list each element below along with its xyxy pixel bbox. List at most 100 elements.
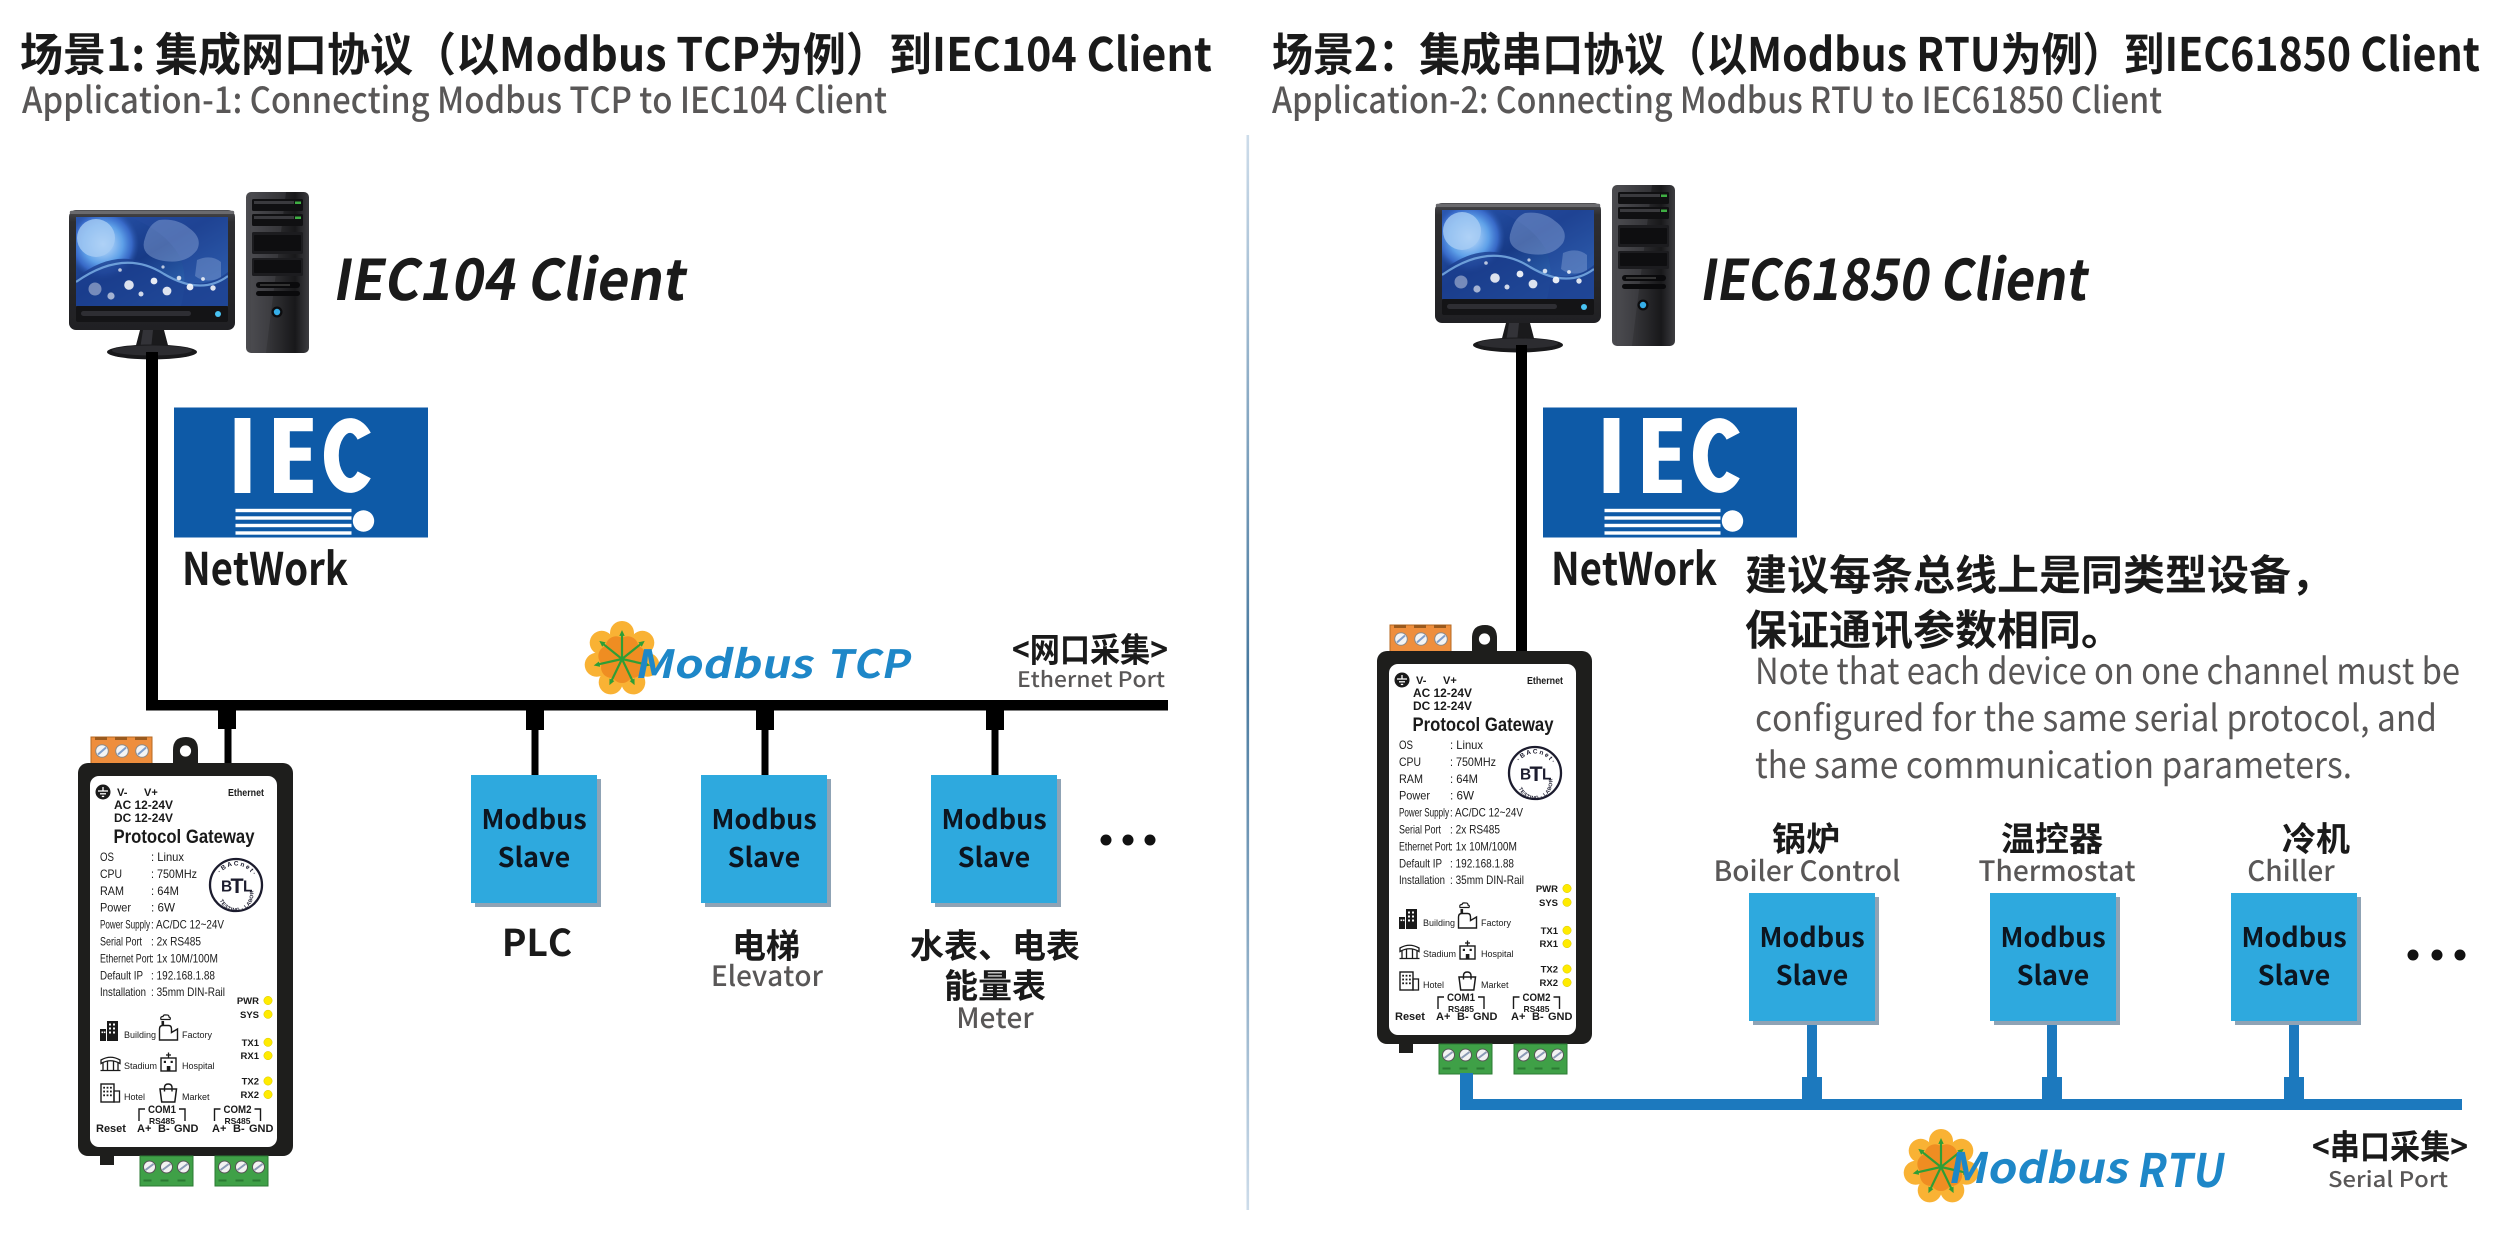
- svg-text:PWR: PWR: [237, 996, 259, 1007]
- svg-text:V-: V-: [117, 787, 128, 799]
- svg-text:Ethernet Port: Ethernet Port: [100, 951, 153, 965]
- svg-text:B-: B-: [233, 1123, 245, 1135]
- svg-text:A+: A+: [212, 1123, 226, 1135]
- svg-text:Protocol Gateway: Protocol Gateway: [114, 827, 255, 848]
- svg-text:COM2: COM2: [1523, 992, 1551, 1004]
- svg-text:B: B: [1520, 767, 1531, 784]
- svg-text:Installation: Installation: [1399, 873, 1445, 887]
- svg-text:DC 12-24V: DC 12-24V: [1413, 701, 1472, 713]
- svg-text:RX1: RX1: [1540, 939, 1559, 950]
- svg-text:: 35mm DIN-Rail: : 35mm DIN-Rail: [151, 985, 225, 999]
- svg-text:RS485: RS485: [225, 1116, 251, 1126]
- svg-text:OS: OS: [1399, 738, 1413, 752]
- svg-text:DC 12-24V: DC 12-24V: [114, 813, 173, 825]
- svg-text:Power Supply: Power Supply: [100, 918, 150, 932]
- svg-text:Protocol Gateway: Protocol Gateway: [1413, 715, 1554, 736]
- svg-text:SYS: SYS: [240, 1010, 259, 1021]
- svg-text:RS485: RS485: [1448, 1004, 1474, 1014]
- svg-text:Stadium: Stadium: [1423, 949, 1456, 959]
- svg-text:L: L: [243, 879, 252, 896]
- svg-text:A+: A+: [1511, 1011, 1525, 1023]
- svg-text:TX2: TX2: [242, 1077, 259, 1088]
- svg-text:Ethernet: Ethernet: [228, 787, 264, 799]
- svg-text:Stadium: Stadium: [124, 1061, 157, 1071]
- svg-text:GND: GND: [249, 1123, 274, 1135]
- svg-text:B-: B-: [158, 1123, 170, 1135]
- svg-text:RAM: RAM: [1399, 772, 1423, 786]
- svg-text:RX2: RX2: [241, 1090, 259, 1101]
- svg-text:RS485: RS485: [149, 1116, 175, 1126]
- svg-text:Ethernet: Ethernet: [1527, 675, 1563, 687]
- svg-text:OS: OS: [100, 850, 114, 864]
- svg-text:: 6W: : 6W: [151, 901, 176, 915]
- svg-text:Building: Building: [1423, 918, 1455, 928]
- svg-text:: 64M: : 64M: [1450, 772, 1478, 786]
- svg-text:GND: GND: [174, 1123, 199, 1135]
- svg-text:T: T: [1530, 762, 1543, 786]
- svg-text:PWR: PWR: [1536, 884, 1558, 895]
- svg-text:COM1: COM1: [1447, 992, 1475, 1004]
- svg-text:Power: Power: [1399, 789, 1430, 803]
- svg-text:TX2: TX2: [1541, 965, 1558, 976]
- svg-text:V-: V-: [1416, 675, 1427, 687]
- svg-text:Serial Port: Serial Port: [1399, 823, 1442, 837]
- svg-text:Factory: Factory: [182, 1030, 213, 1040]
- svg-text:TX1: TX1: [1541, 926, 1559, 937]
- svg-text:CPU: CPU: [100, 867, 122, 881]
- svg-text:Serial Port: Serial Port: [100, 935, 143, 949]
- svg-text:L: L: [1542, 767, 1551, 784]
- svg-text:RAM: RAM: [100, 884, 124, 898]
- svg-text:: Linux: : Linux: [1450, 738, 1483, 752]
- svg-text:RS485: RS485: [1524, 1004, 1550, 1014]
- svg-text:: Linux: : Linux: [151, 850, 184, 864]
- svg-text:Market: Market: [182, 1092, 210, 1102]
- svg-text:GND: GND: [1473, 1011, 1498, 1023]
- svg-text:: 750MHz: : 750MHz: [1450, 755, 1496, 769]
- svg-text:Ethernet Port: Ethernet Port: [1399, 839, 1452, 853]
- svg-text:B-: B-: [1532, 1011, 1544, 1023]
- svg-text:Reset: Reset: [1395, 1011, 1425, 1023]
- svg-text:COM2: COM2: [224, 1104, 252, 1116]
- svg-text:Default IP: Default IP: [1399, 856, 1442, 870]
- svg-text:V+: V+: [1443, 675, 1457, 687]
- svg-text:: 750MHz: : 750MHz: [151, 867, 197, 881]
- svg-text:RX1: RX1: [241, 1051, 260, 1062]
- svg-text:: 35mm DIN-Rail: : 35mm DIN-Rail: [1450, 873, 1524, 887]
- svg-text:Market: Market: [1481, 980, 1509, 990]
- svg-text:A+: A+: [1436, 1011, 1450, 1023]
- svg-text:Hotel: Hotel: [124, 1092, 145, 1102]
- svg-text:AC 12-24V: AC 12-24V: [1413, 688, 1472, 700]
- svg-text:V+: V+: [144, 787, 158, 799]
- svg-text:AC 12-24V: AC 12-24V: [114, 800, 173, 812]
- svg-text:Power Supply: Power Supply: [1399, 806, 1449, 820]
- svg-text:: 2x RS485: : 2x RS485: [151, 935, 201, 949]
- svg-text:SYS: SYS: [1539, 898, 1558, 909]
- svg-text:T: T: [231, 874, 244, 898]
- svg-text:B-: B-: [1457, 1011, 1469, 1023]
- svg-text:: 64M: : 64M: [151, 884, 179, 898]
- svg-text:Hospital: Hospital: [182, 1061, 215, 1071]
- svg-text:RX2: RX2: [1540, 978, 1558, 989]
- svg-text:Power: Power: [100, 901, 131, 915]
- svg-text:: AC/DC 12~24V: : AC/DC 12~24V: [151, 918, 224, 932]
- svg-text:: 192.168.1.88: : 192.168.1.88: [151, 968, 215, 982]
- svg-text:: 1x 10M/100M: : 1x 10M/100M: [151, 951, 218, 965]
- svg-text:CPU: CPU: [1399, 755, 1421, 769]
- svg-text:Hotel: Hotel: [1423, 980, 1444, 990]
- svg-text:Factory: Factory: [1481, 918, 1512, 928]
- svg-text:GND: GND: [1548, 1011, 1573, 1023]
- svg-text:B: B: [221, 879, 232, 896]
- svg-text:Reset: Reset: [96, 1123, 126, 1135]
- svg-text:TX1: TX1: [242, 1038, 260, 1049]
- svg-text:Hospital: Hospital: [1481, 949, 1514, 959]
- svg-text:: 2x RS485: : 2x RS485: [1450, 823, 1500, 837]
- svg-text:: 6W: : 6W: [1450, 789, 1475, 803]
- svg-text:A+: A+: [137, 1123, 151, 1135]
- svg-text:Building: Building: [124, 1030, 156, 1040]
- svg-text:: 1x 10M/100M: : 1x 10M/100M: [1450, 839, 1517, 853]
- svg-text:Default IP: Default IP: [100, 968, 143, 982]
- svg-text:Installation: Installation: [100, 985, 146, 999]
- svg-text:COM1: COM1: [148, 1104, 176, 1116]
- svg-text:: 192.168.1.88: : 192.168.1.88: [1450, 856, 1514, 870]
- svg-text:: AC/DC 12~24V: : AC/DC 12~24V: [1450, 806, 1523, 820]
